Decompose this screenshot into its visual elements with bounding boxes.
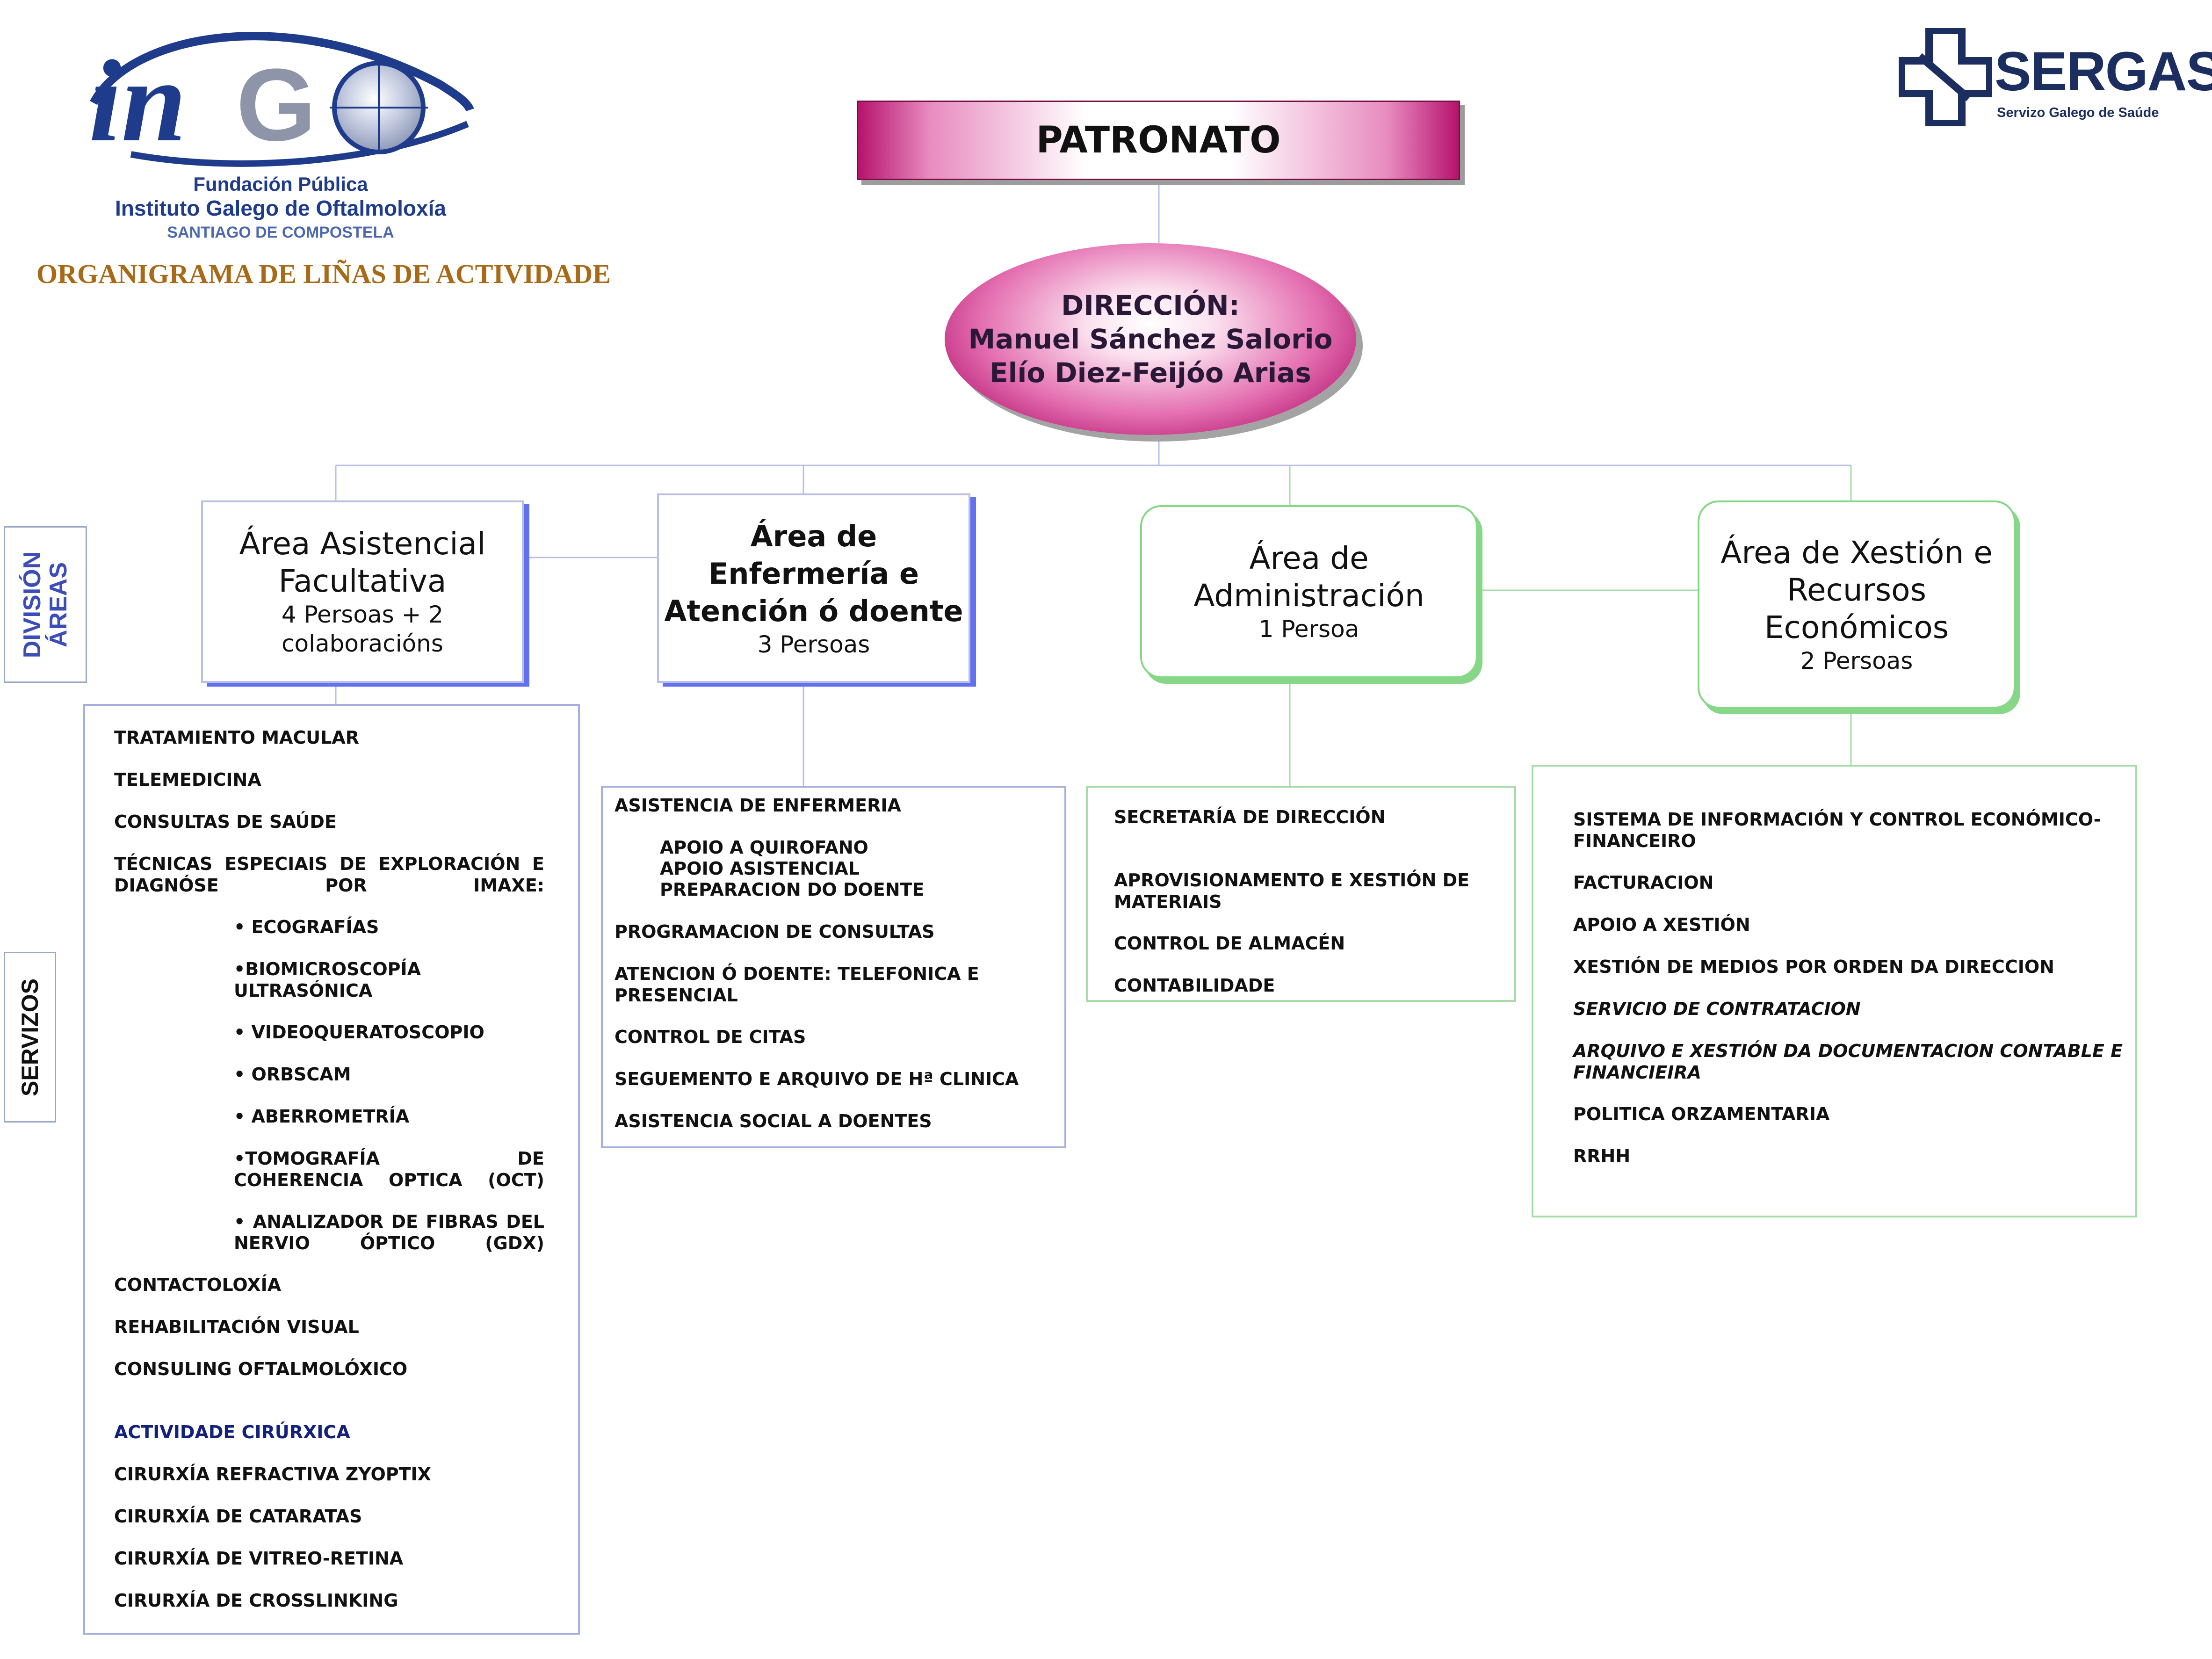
patronato-box: PATRONATO: [857, 101, 1460, 180]
direccion-ellipse: DIRECCIÓN: Manuel Sánchez Salorio Elío D…: [945, 243, 1356, 435]
service-subitem: PREPARACION DO DOENTE: [660, 879, 925, 900]
sergas-name: SERGAS: [1995, 41, 2212, 102]
service-item: CONSULTAS DE SAÚDE: [114, 811, 337, 832]
service-item: ASISTENCIA DE ENFERMERIA: [614, 795, 901, 816]
service-item: CONTROL DE CITAS: [614, 1027, 806, 1047]
services-enfermeria-box: ASISTENCIA DE ENFERMERIA APOIO A QUIROFA…: [601, 786, 1066, 1148]
area-asistencial-box: Área Asistencial Facultativa 4 Persoas +…: [201, 500, 524, 683]
sergas-logo: SERGAS Servizo Galego de Saúde: [1899, 26, 2212, 133]
service-subitem: •BIOMICROSCOPÍA ULTRASÓNICA: [234, 959, 421, 1001]
service-section-heading: ACTIVIDADE CIRÚRXICA: [114, 1422, 350, 1442]
service-item: ATENCION Ó DOENTE: TELEFONICA E PRESENCI…: [614, 964, 979, 1006]
area-xestion-staff: 2 Persoas: [1800, 647, 1913, 674]
svg-text:in: in: [89, 36, 187, 166]
service-subitem: • ECOGRAFÍAS: [234, 917, 379, 937]
services-administracion-box: SECRETARÍA DE DIRECCIÓN APROVISIONAMENTO…: [1086, 786, 1516, 1002]
service-item: ARQUIVO E XESTIÓN DA DOCUMENTACION CONTA…: [1573, 1041, 2123, 1083]
service-item: TELEMEDICINA: [114, 769, 261, 790]
service-item: RRHH: [1573, 1146, 1631, 1166]
services-asistencial-box: TRATAMIENTO MACULAR TELEMEDICINA CONSULT…: [83, 704, 580, 1635]
area-enfermeria-box: Área de Enfermería e Atención ó doente 3…: [657, 493, 970, 683]
area-xestion-title-2: Recursos: [1787, 572, 1926, 608]
area-enfermeria-title-1: Área de: [750, 519, 877, 553]
area-enfermeria-title-2: Enfermería e: [708, 556, 919, 591]
chart-title: ORGANIGRAMA DE LIÑAS DE ACTIVIDADE: [36, 259, 611, 289]
ingo-logo-graphic: in G: [89, 32, 474, 167]
service-subitem: • VIDEOQUERATOSCOPIO: [234, 1022, 484, 1043]
area-asistencial-title-1: Área Asistencial: [239, 526, 486, 562]
service-item: SECRETARÍA DE DIRECCIÓN: [1114, 807, 1386, 827]
sergas-cross-icon: [1899, 28, 1992, 126]
service-subitem: • ORBSCAM: [234, 1064, 351, 1085]
direccion-person-2: Elío Diez-Feijóo Arias: [990, 357, 1311, 389]
service-item: CIRURXÍA DE VITREO-RETINA: [114, 1548, 404, 1569]
service-item: CIRURXÍA DE CATARATAS: [114, 1506, 362, 1527]
area-asistencial-staff-1: 4 Persoas + 2: [281, 601, 444, 628]
service-subitem: • ABERROMETRÍA: [234, 1106, 410, 1127]
foundation-line-1: Fundación Pública: [193, 173, 368, 195]
patronato-label: PATRONATO: [1036, 119, 1281, 161]
service-item: APOIO A XESTIÓN: [1573, 914, 1750, 935]
service-item: SERVICIO DE CONTRATACION: [1573, 999, 1861, 1019]
service-item: CONSULING OFTALMOLÓXICO: [114, 1359, 408, 1379]
division-areas-label-box: DIVISIÓN ÁREAS: [4, 526, 87, 683]
service-item: TÉCNICAS ESPECIAIS DE EXPLORACIÓN E DIAG…: [114, 854, 544, 896]
service-item: SISTEMA DE INFORMACIÓN Y CONTROL ECONÓMI…: [1573, 809, 2101, 851]
sergas-subtitle: Servizo Galego de Saúde: [1997, 105, 2159, 120]
service-item: APROVISIONAMENTO E XESTIÓN DE MATERIAIS: [1114, 870, 1470, 912]
service-subitem: APOIO A QUIROFANO: [660, 837, 868, 858]
foundation-line-2: Instituto Galego de Oftalmoloxía: [115, 196, 446, 220]
foundation-city: SANTIAGO DE COMPOSTELA: [167, 224, 394, 241]
service-item: POLITICA ORZAMENTARIA: [1573, 1104, 1830, 1124]
area-xestion-title-1: Área de Xestión e: [1720, 534, 1993, 571]
division-areas-label: DIVISIÓN ÁREAS: [19, 551, 72, 658]
area-asistencial-staff-2: colaboracións: [282, 630, 443, 657]
service-item: CIRURXÍA DE CROSSLINKING: [114, 1590, 398, 1611]
svg-text:G: G: [236, 47, 316, 162]
service-subitem: • ANALIZADOR DE FIBRAS DEL NERVIO ÓPTICO…: [234, 1211, 544, 1253]
service-item: CONTABILIDADE: [1114, 975, 1275, 996]
area-administracion-title-1: Área de: [1249, 540, 1369, 576]
servizos-label-box: SERVIZOS: [4, 952, 56, 1123]
area-enfermeria-title-3: Atención ó doente: [664, 594, 963, 628]
division-label-line-2: ÁREAS: [45, 562, 72, 647]
servizos-label: SERVIZOS: [17, 978, 43, 1096]
service-item: CONTACTOLOXÍA: [114, 1275, 282, 1295]
ingo-logo: in G: [75, 14, 477, 168]
area-administracion-title-2: Administración: [1193, 578, 1424, 614]
service-item: ASISTENCIA SOCIAL A DOENTES: [614, 1111, 932, 1131]
division-label-line-1: DIVISIÓN: [19, 551, 46, 658]
area-xestion-box: Área de Xestión e Recursos Económicos 2 …: [1698, 500, 2016, 709]
service-item: CIRURXÍA REFRACTIVA ZYOPTIX: [114, 1464, 431, 1485]
services-xestion-box: SISTEMA DE INFORMACIÓN Y CONTROL ECONÓMI…: [1532, 765, 2137, 1217]
service-item: REHABILITACIÓN VISUAL: [114, 1317, 359, 1337]
service-item: XESTIÓN DE MEDIOS POR ORDEN DA DIRECCION: [1573, 956, 2054, 977]
area-administracion-box: Área de Administración 1 Persoa: [1140, 505, 1478, 678]
area-xestion-title-3: Económicos: [1764, 609, 1949, 645]
area-enfermeria-staff: 3 Persoas: [757, 630, 870, 658]
area-administracion-staff: 1 Persoa: [1258, 616, 1359, 643]
direccion-person-1: Manuel Sánchez Salorio: [968, 323, 1333, 355]
service-item: PROGRAMACION DE CONSULTAS: [614, 921, 935, 942]
service-subitem: APOIO ASISTENCIAL: [660, 858, 860, 879]
service-subitem: •TOMOGRAFÍA DE COHERENCIA OPTICA (OCT): [234, 1148, 544, 1190]
area-asistencial-title-2: Facultativa: [278, 563, 447, 599]
service-item: TRATAMIENTO MACULAR: [114, 727, 360, 748]
service-item: CONTROL DE ALMACÉN: [1114, 933, 1345, 954]
service-item: FACTURACION: [1573, 872, 1714, 893]
direccion-title: DIRECCIÓN:: [1061, 290, 1240, 321]
service-item: SEGUEMENTO E ARQUIVO DE Hª CLINICA: [614, 1069, 1019, 1089]
